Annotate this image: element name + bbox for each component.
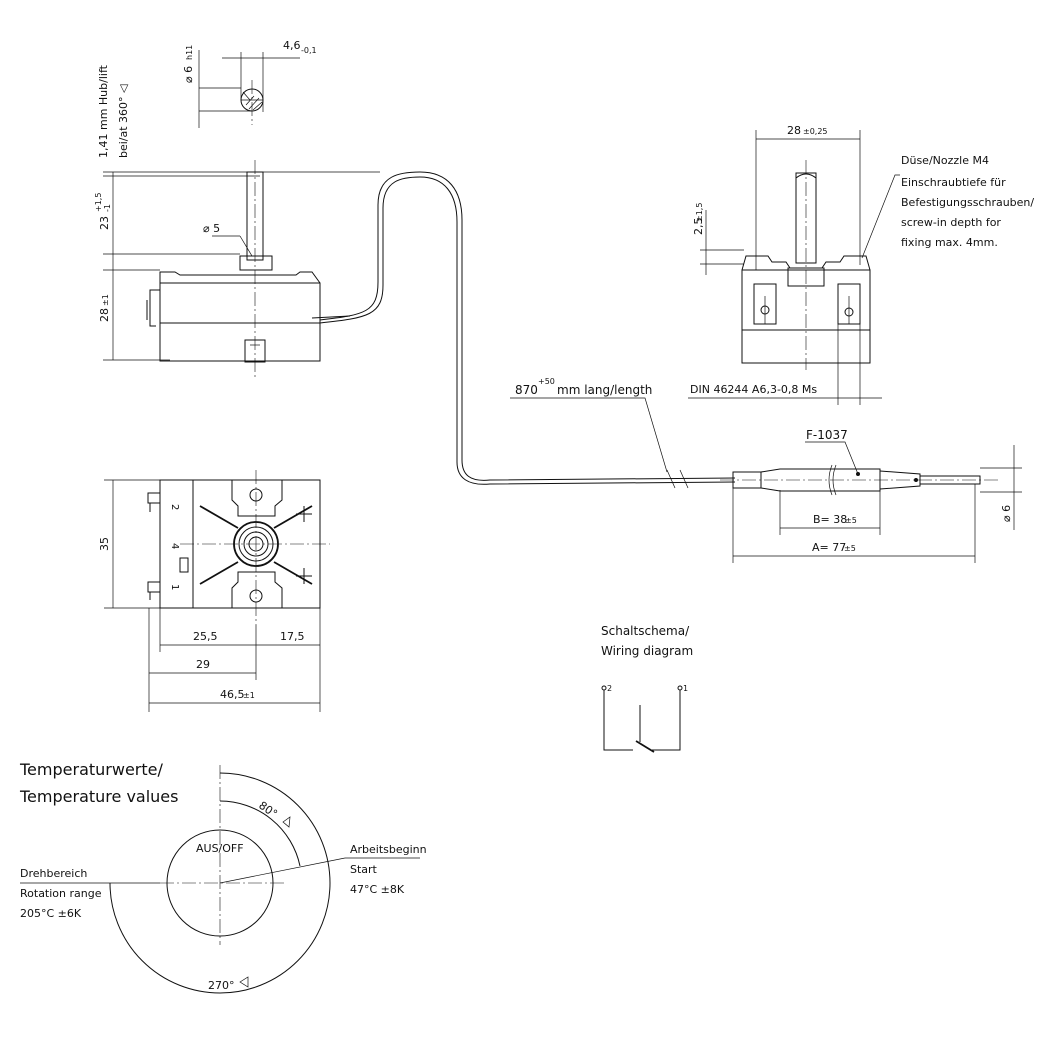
base-terminal-2: 2 bbox=[169, 504, 180, 510]
wiring-pole-2: 2 bbox=[607, 684, 612, 693]
base-dim-total: 46,5 bbox=[220, 688, 245, 701]
shaft-width-label: 4,6 bbox=[283, 39, 301, 52]
nozzle-height-label: 2,5 bbox=[692, 218, 705, 236]
temp-title-1: Temperaturwerte/ bbox=[19, 760, 163, 779]
temp-title-2: Temperature values bbox=[19, 787, 178, 806]
base-dim-29: 29 bbox=[196, 658, 210, 671]
start-value: 47°C ±8K bbox=[350, 883, 405, 896]
wiring-title-2: Wiring diagram bbox=[601, 644, 693, 658]
nozzle-note-4: screw-in depth for bbox=[901, 216, 1001, 229]
bulb-dim-b: B= 38 bbox=[813, 513, 847, 526]
nozzle-note-3: Befestigungsschrauben/ bbox=[901, 196, 1034, 209]
thermostat-base-view: 35 2 4 1 bbox=[98, 470, 330, 712]
base-dim-total-tol: ±1 bbox=[243, 691, 255, 700]
base-terminal-1: 1 bbox=[169, 584, 180, 590]
base-dim-25-5: 25,5 bbox=[193, 630, 218, 643]
shaft-height-label: 23 bbox=[98, 216, 111, 230]
angle-80-label: 80° bbox=[256, 799, 279, 821]
stroke-note-line1: 1,41 mm Hub/lift bbox=[97, 64, 110, 158]
nozzle-note-1: Düse/Nozzle M4 bbox=[901, 154, 989, 167]
capillary-length-tolerance: +50 bbox=[538, 377, 555, 386]
terminal-spec-label: DIN 46244 A6,3-0,8 Ms bbox=[690, 383, 817, 396]
start-label-2: Start bbox=[350, 863, 378, 876]
rotation-range-label-1: Drehbereich bbox=[20, 867, 87, 880]
shaft-diameter-label: ⌀ 6 bbox=[182, 66, 195, 83]
capillary-length-unit: mm lang/length bbox=[557, 383, 652, 397]
top-width-label: 28 bbox=[787, 124, 801, 137]
base-height-label: 35 bbox=[98, 537, 111, 551]
capillary-tube: 870 +50 mm lang/length bbox=[319, 171, 736, 489]
thermostat-end-view: 28 ±0,25 2,5 ±1,5 Düse/Nozzle M4 Einschr… bbox=[688, 124, 1034, 405]
bulb-dim-a-tol: ±5 bbox=[844, 544, 856, 553]
collar-diameter-label: ⌀ 5 bbox=[203, 222, 220, 235]
stroke-note-line2: bei/at 360° ◁ bbox=[117, 84, 130, 158]
thermostat-side-view: 23 +1,5 -1 28 ±1 ⌀ 5 bbox=[94, 160, 380, 380]
nozzle-note-5: fixing max. 4mm. bbox=[901, 236, 998, 249]
nozzle-height-tolerance: ±1,5 bbox=[695, 203, 704, 222]
capillary-length-value: 870 bbox=[515, 383, 538, 397]
bulb-dim-a: A= 77 bbox=[812, 541, 846, 554]
base-terminal-4: 4 bbox=[169, 543, 180, 549]
bulb-diameter-label: ⌀ 6 bbox=[1000, 505, 1013, 522]
shaft-diameter-tolerance: h11 bbox=[185, 45, 194, 60]
body-height-label: 28 bbox=[98, 308, 111, 322]
angle-270-label: 270° bbox=[208, 979, 235, 992]
bulb-id-label: F-1037 bbox=[806, 428, 848, 442]
base-dim-17-5: 17,5 bbox=[280, 630, 305, 643]
shaft-height-tol-up: +1,5 bbox=[94, 193, 103, 212]
start-label-1: Arbeitsbeginn bbox=[350, 843, 427, 856]
aus-off-label: AUS/OFF bbox=[196, 842, 244, 855]
sensor-bulb: F-1037 B= 38 ±5 A= 77 ±5 ⌀ 6 bbox=[720, 428, 1022, 563]
nozzle-note-2: Einschraubtiefe für bbox=[901, 176, 1006, 189]
temperature-values: Temperaturwerte/ Temperature values AUS/… bbox=[19, 760, 427, 994]
rotation-range-value: 205°C ±6K bbox=[20, 907, 82, 920]
wiring-pole-1: 1 bbox=[683, 684, 688, 693]
rotation-range-label-2: Rotation range bbox=[20, 887, 102, 900]
shaft-section-detail: 4,6 -0,1 ⌀ 6 h11 bbox=[182, 39, 317, 128]
wiring-title-1: Schaltschema/ bbox=[601, 624, 690, 638]
top-width-tolerance: ±0,25 bbox=[803, 127, 828, 136]
bulb-dim-b-tol: ±5 bbox=[845, 516, 857, 525]
body-height-tolerance: ±1 bbox=[101, 294, 110, 306]
shaft-height-tol-down: -1 bbox=[103, 204, 112, 212]
wiring-diagram: Schaltschema/ Wiring diagram 2 1 bbox=[601, 624, 693, 753]
shaft-width-tolerance: -0,1 bbox=[301, 46, 317, 55]
